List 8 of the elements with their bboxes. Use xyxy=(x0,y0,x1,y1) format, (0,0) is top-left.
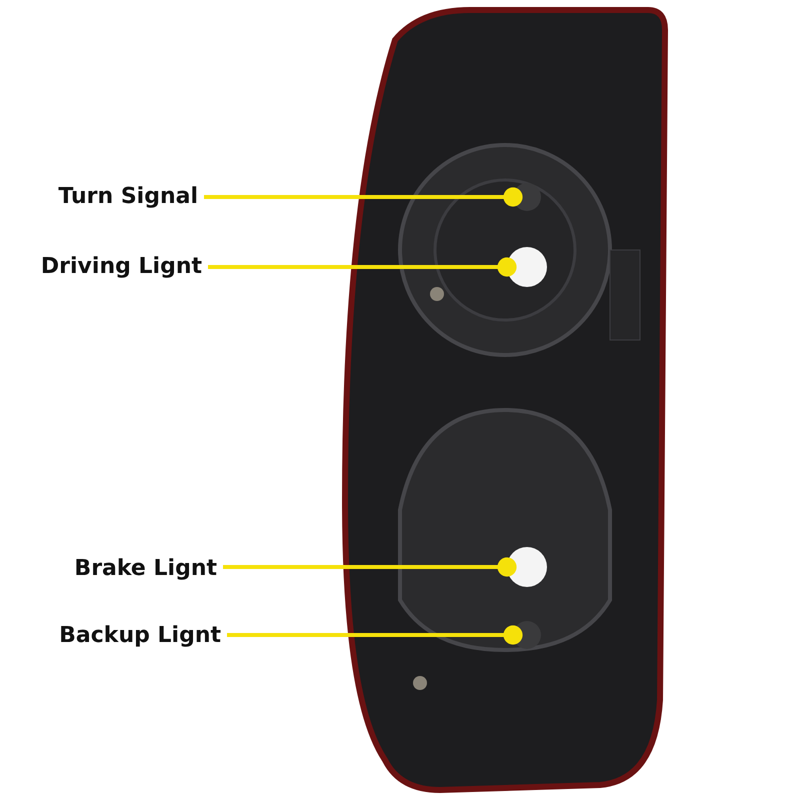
part-label: Brake Lignt xyxy=(74,554,217,584)
part-label: Backup Lignt xyxy=(59,621,221,651)
leader-line xyxy=(208,257,517,277)
leader-line xyxy=(204,187,523,207)
part-label: Driving Lignt xyxy=(40,252,202,282)
leader-line xyxy=(227,625,523,645)
leader-line xyxy=(223,557,517,577)
part-label: Turn Signal xyxy=(58,182,198,212)
